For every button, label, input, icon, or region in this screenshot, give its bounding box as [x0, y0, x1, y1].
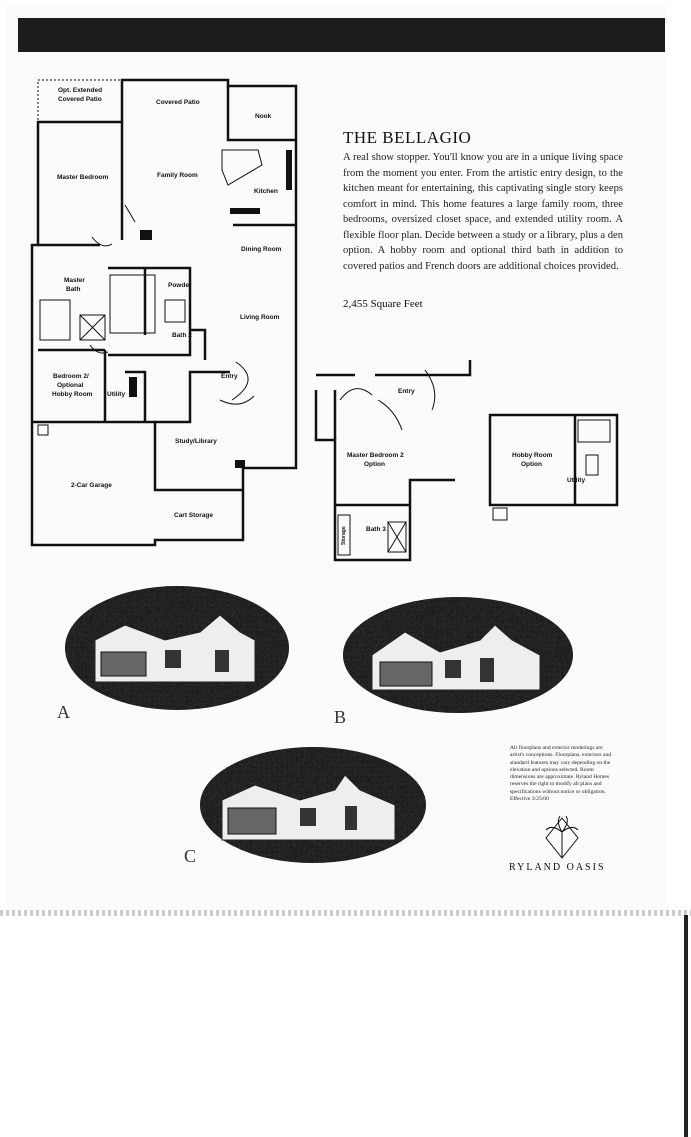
room-label-cart-storage: Cart Storage [174, 512, 213, 519]
room-label-dining-room: Dining Room [241, 246, 282, 253]
room-label-living-room: Living Room [240, 314, 280, 321]
room-label-master-bath-1: Master [64, 277, 85, 284]
elevation-c-label: C [184, 846, 197, 866]
elevation-b-image [343, 597, 573, 713]
option-label-hobby-room-2: Option [521, 461, 542, 468]
room-label-family-room: Family Room [157, 172, 198, 179]
room-label-master-bath-2: Bath [66, 286, 80, 293]
elevation-a-label: A [57, 702, 70, 722]
option-label-hobby-room-1: Hobby Room [512, 452, 553, 459]
option-label-master-bedroom2-2: Option [364, 461, 385, 468]
room-label-opt-patio-2: Covered Patio [58, 96, 102, 103]
room-label-kitchen: Kitchen [254, 188, 278, 195]
room-label-entry: Entry [221, 373, 238, 380]
room-label-bath-2: Bath 2 [172, 332, 192, 339]
option-label-utility: Utility [567, 477, 585, 484]
room-label-powder: Powder [168, 282, 192, 289]
square-footage: 2,455 Square Feet [343, 298, 423, 310]
scan-right-edge [684, 915, 688, 1137]
room-label-master-bedroom: Master Bedroom [57, 174, 109, 181]
option-label-entry: Entry [398, 388, 415, 395]
plan-description: A real show stopper. You'll know you are… [343, 152, 623, 272]
room-label-study-library: Study/Library [175, 438, 217, 445]
plan-title: THE BELLAGIO [343, 128, 472, 147]
header-bar [18, 18, 665, 52]
room-label-bedroom2-3: Hobby Room [52, 391, 93, 398]
option-label-storage: Storage [341, 526, 347, 545]
room-label-bedroom2-2: Optional [57, 382, 84, 389]
room-label-bedroom2-1: Bedroom 2/ [53, 373, 89, 380]
room-label-garage: 2-Car Garage [71, 482, 112, 489]
room-label-utility: Utility [107, 391, 125, 398]
elevation-c-image [200, 747, 426, 863]
option-label-bath-3: Bath 3 [366, 526, 386, 533]
elevation-a-image [65, 586, 289, 710]
scan-edge [0, 910, 691, 916]
disclaimer-text: All floorplans and exterior renderings a… [510, 745, 612, 803]
palm-logo-icon [545, 815, 579, 859]
master-option-top-wall [316, 360, 472, 377]
brand-name: RYLAND OASIS [509, 862, 606, 873]
room-label-covered-patio: Covered Patio [156, 99, 200, 106]
elevation-b-label: B [334, 707, 347, 727]
option-label-master-bedroom2-1: Master Bedroom 2 [347, 452, 404, 459]
room-label-opt-patio-1: Opt. Extended [58, 87, 102, 94]
room-label-nook: Nook [255, 113, 272, 120]
